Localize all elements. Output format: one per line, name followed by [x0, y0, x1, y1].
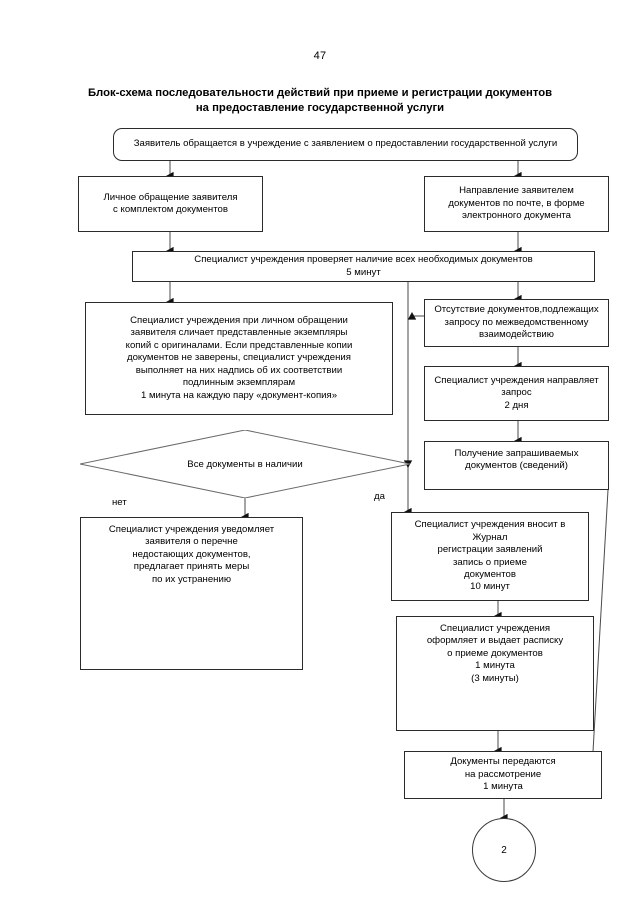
- branch-label-no: нет: [112, 497, 127, 508]
- node-check-documents[interactable]: Специалист учреждения проверяет наличие …: [132, 251, 595, 282]
- node-missing-interagency[interactable]: Отсутствие документов,подлежащих запросу…: [424, 299, 609, 347]
- node-personal-visit[interactable]: Личное обращение заявителя с комплектом …: [78, 176, 263, 232]
- node-issue-receipt-text: Специалист учреждения оформляет и выдает…: [426, 623, 564, 684]
- node-connector-2[interactable]: 2: [472, 818, 536, 882]
- node-send-request-text: Специалист учреждения направляет запрос …: [434, 374, 599, 411]
- node-start-text: Заявитель обращается в учреждение с заяв…: [133, 138, 558, 150]
- page-number: 47: [313, 50, 327, 62]
- node-transfer-documents-text: Документы передаются на рассмотрение 1 м…: [450, 756, 556, 793]
- page-title: Блок-схема последовательности действий п…: [87, 87, 553, 114]
- node-all-documents-present-text: Все документы в наличии: [187, 458, 303, 470]
- node-all-documents-present[interactable]: Все документы в наличии: [80, 430, 410, 498]
- node-mail-electronic[interactable]: Направление заявителем документов по поч…: [424, 176, 609, 232]
- node-compare-copies[interactable]: Специалист учреждения при личном обращен…: [85, 302, 393, 415]
- node-missing-interagency-text: Отсутствие документов,подлежащих запросу…: [434, 304, 599, 341]
- diamond-shape: [80, 430, 410, 498]
- node-compare-copies-text: Специалист учреждения при личном обращен…: [125, 315, 353, 401]
- branch-label-yes: да: [374, 491, 385, 502]
- node-send-request[interactable]: Специалист учреждения направляет запрос …: [424, 366, 609, 421]
- node-connector-2-text: 2: [501, 844, 507, 856]
- node-notify-missing[interactable]: Специалист учреждения уведомляет заявите…: [80, 517, 303, 670]
- node-mail-electronic-text: Направление заявителем документов по поч…: [448, 185, 585, 222]
- node-start[interactable]: Заявитель обращается в учреждение с заяв…: [113, 128, 578, 161]
- node-notify-missing-text: Специалист учреждения уведомляет заявите…: [108, 524, 275, 585]
- node-receive-documents-text: Получение запрашиваемых документов (свед…: [454, 448, 579, 472]
- node-personal-visit-text: Личное обращение заявителя с комплектом …: [103, 191, 238, 215]
- node-journal-entry-text: Специалист учреждения вносит в Журнал ре…: [414, 519, 566, 593]
- node-issue-receipt[interactable]: Специалист учреждения оформляет и выдает…: [396, 616, 594, 731]
- node-receive-documents[interactable]: Получение запрашиваемых документов (свед…: [424, 441, 609, 490]
- node-transfer-documents[interactable]: Документы передаются на рассмотрение 1 м…: [404, 751, 602, 799]
- node-journal-entry[interactable]: Специалист учреждения вносит в Журнал ре…: [391, 512, 589, 601]
- node-check-documents-text: Специалист учреждения проверяет наличие …: [194, 254, 533, 278]
